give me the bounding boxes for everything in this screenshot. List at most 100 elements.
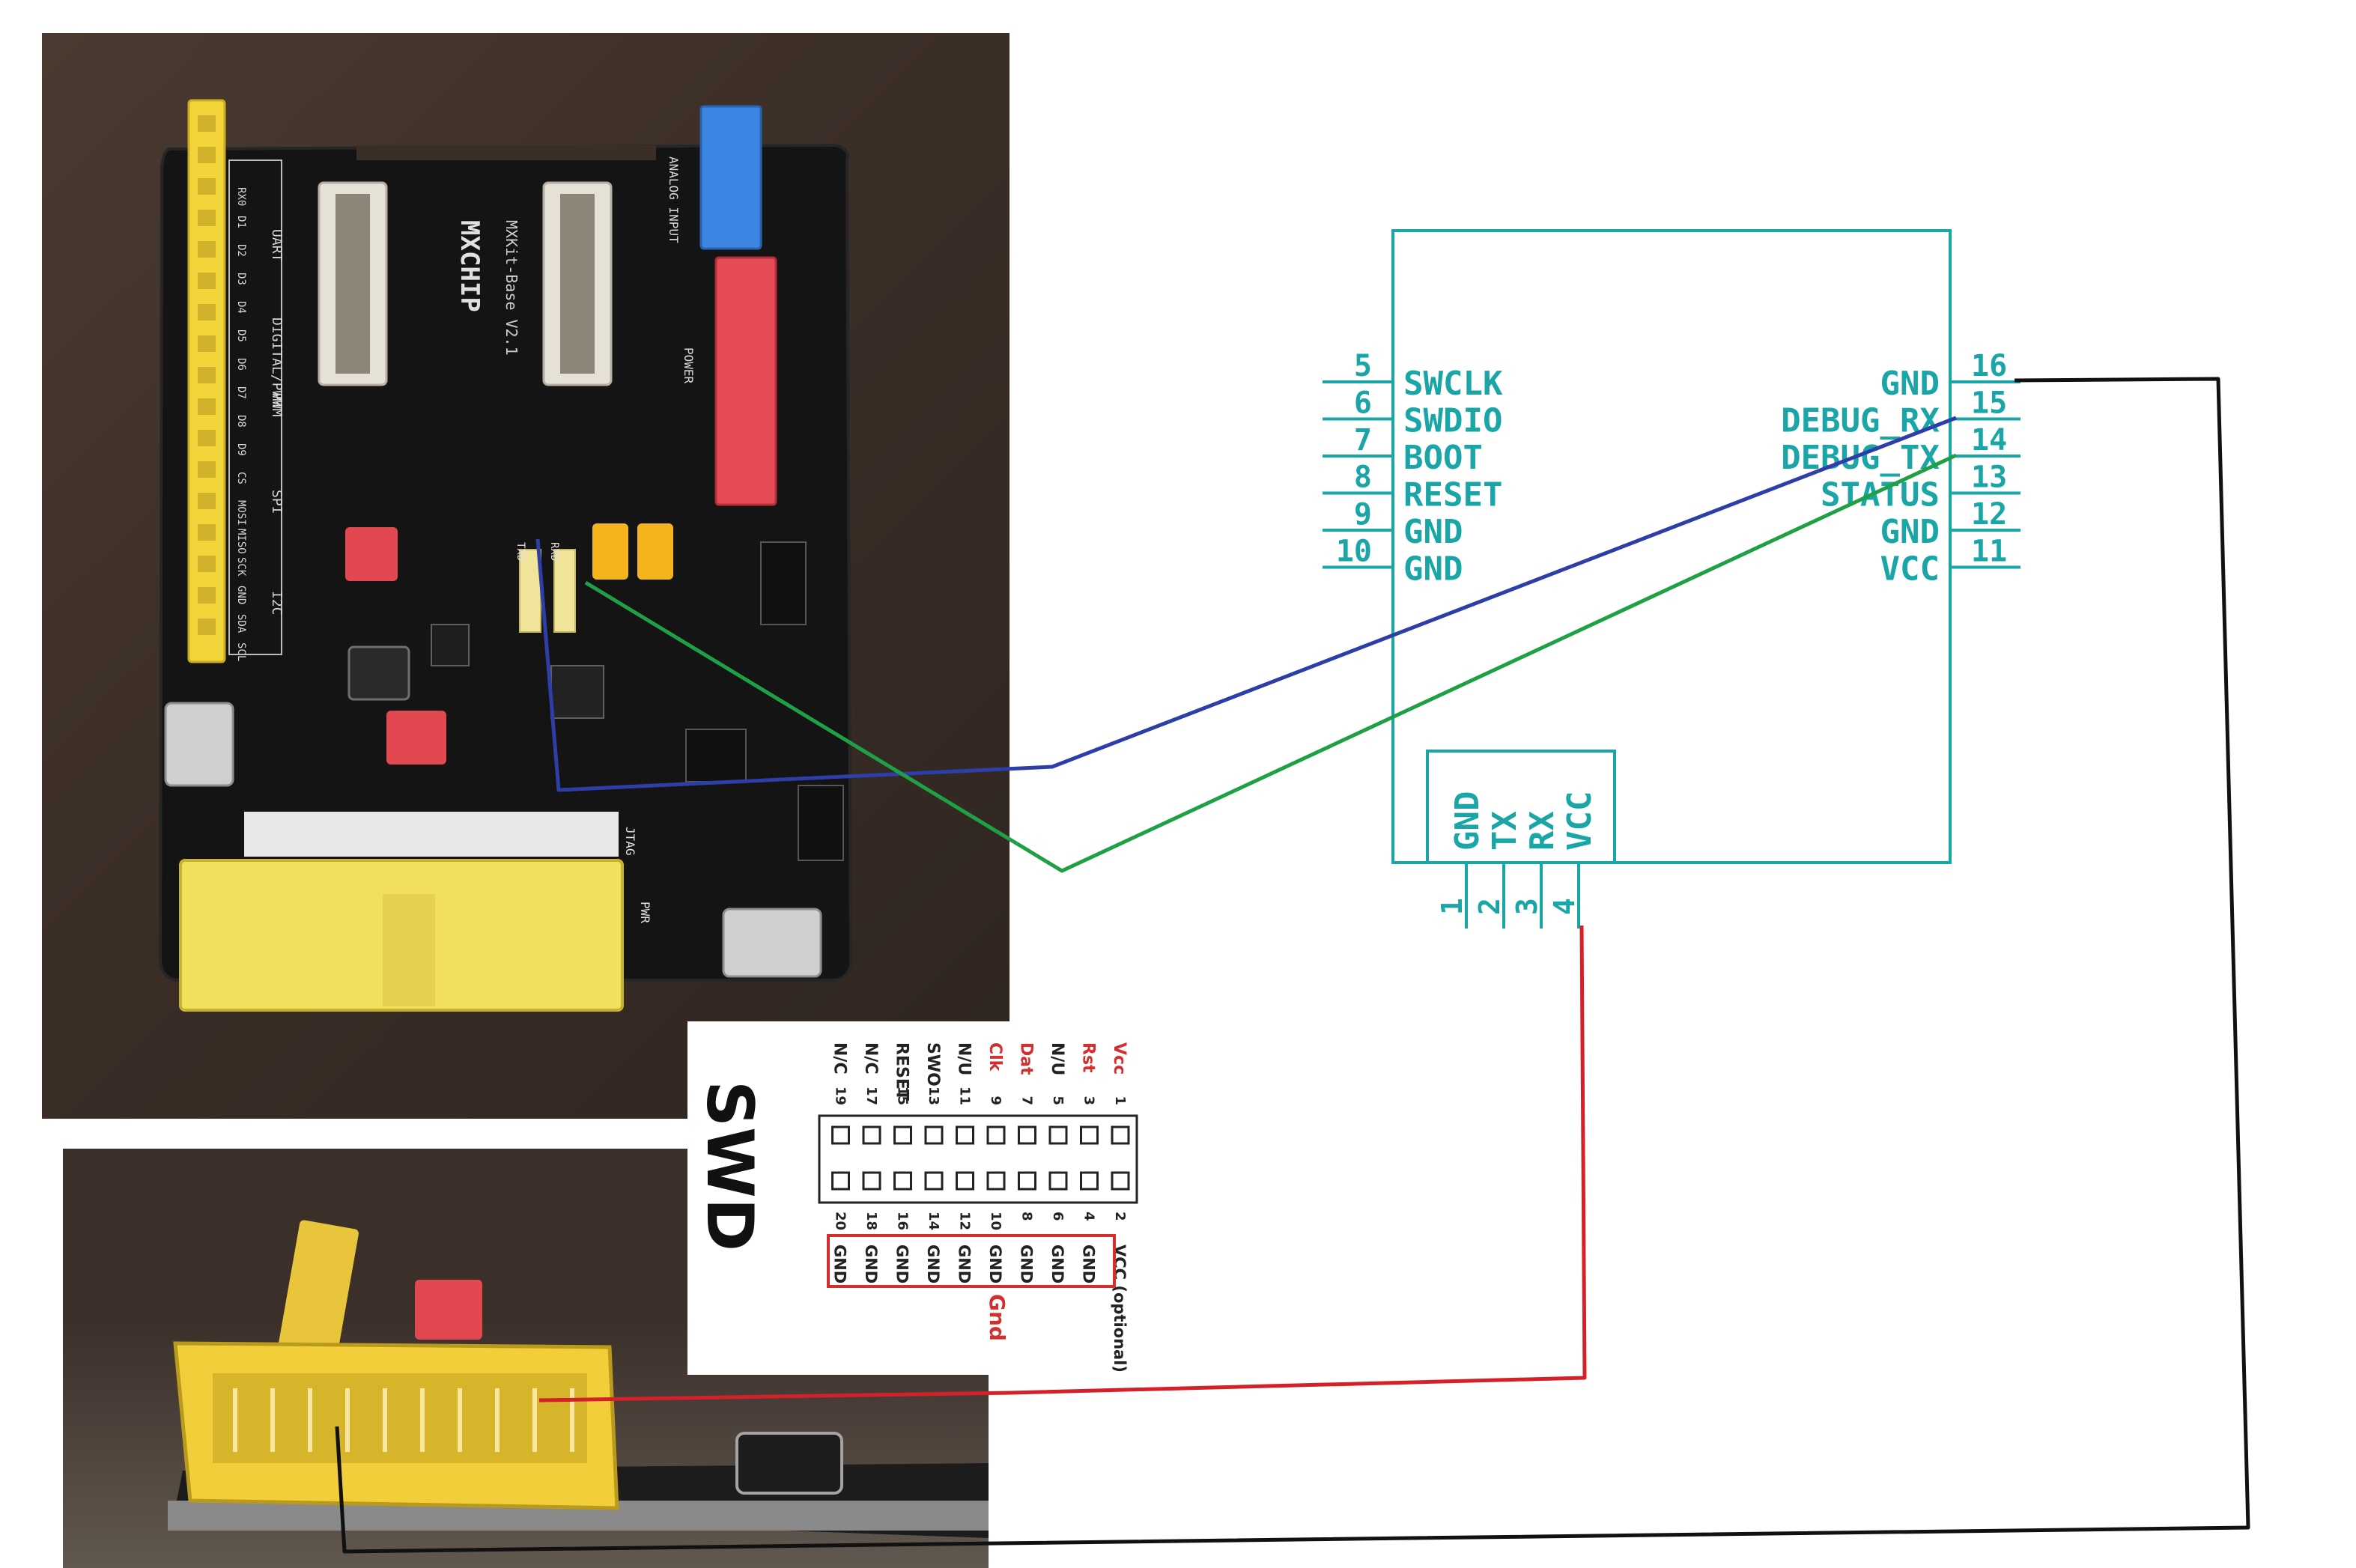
- swd-bottom-number: 8: [1019, 1212, 1035, 1221]
- side-yellow-header: [276, 1220, 359, 1370]
- swd-pin-odd: [893, 1125, 912, 1145]
- swd-pinout-card: SWD 1Vcc3Rst5N/U7Dat9Clk11N/U13SWO15RESE…: [687, 1021, 1159, 1375]
- gnd-note: Gnd: [985, 1294, 1010, 1341]
- jumper-j1: [345, 527, 398, 581]
- module-pin-number: 1: [1436, 898, 1469, 915]
- status-switch: [685, 729, 747, 783]
- swd-top-number: 9: [988, 1096, 1004, 1105]
- swd-top-number: 7: [1019, 1096, 1035, 1105]
- uart-label: UART: [269, 229, 285, 262]
- module-pin-number: 5: [1354, 349, 1372, 383]
- swd-top-number: 3: [1081, 1096, 1097, 1105]
- swd-pin-even: [1048, 1171, 1068, 1191]
- swd-top-number: 15: [895, 1087, 911, 1105]
- swd-top-number: 19: [833, 1087, 848, 1105]
- swd-top-name: SWO: [923, 1042, 942, 1087]
- swd-top-labels: 1Vcc3Rst5N/U7Dat9Clk11N/U13SWO15RESET17N…: [831, 1042, 1129, 1105]
- wires: [335, 377, 2250, 1554]
- side-illustration: [168, 1220, 989, 1538]
- swd-bottom-name: GND: [1080, 1245, 1098, 1283]
- module-pin-name: GND: [1880, 513, 1940, 551]
- module-pin-name: BOOT: [1403, 439, 1483, 477]
- swd-bottom-name: GND: [831, 1245, 849, 1283]
- swd-pin-even: [862, 1171, 881, 1191]
- usb2-port: [164, 702, 234, 787]
- module-pin-name: GND: [1880, 365, 1940, 403]
- swd-bottom-number: 10: [988, 1212, 1004, 1230]
- board-pin-label: SCL: [235, 642, 247, 661]
- module-pin-name: SWDIO: [1403, 402, 1502, 440]
- board-pin-label: D6: [235, 358, 247, 371]
- black-wire: [335, 377, 2250, 1554]
- green-wire: [584, 453, 1958, 873]
- swd-pin-even: [924, 1171, 944, 1191]
- swd-bottom-number: 6: [1050, 1212, 1066, 1221]
- board-pin-label: MISO: [235, 529, 247, 554]
- swd-bottom-number: 16: [895, 1212, 911, 1230]
- swd-top-name: Vcc: [1110, 1042, 1129, 1075]
- jumper-yellow-a: [592, 523, 628, 580]
- side-red-jumper: [415, 1280, 482, 1340]
- swd-bottom-number: 18: [863, 1212, 879, 1230]
- inductor-l1: [347, 645, 410, 701]
- swd-top-number: 5: [1050, 1096, 1066, 1105]
- board-pin-label: CS: [235, 472, 247, 484]
- swd-top-name: RESET: [893, 1042, 911, 1101]
- board-pin-label: D3: [235, 273, 247, 285]
- swd-bottom-number: 14: [926, 1212, 941, 1230]
- elink-switch: [760, 541, 807, 625]
- swd-bottom-number: 2: [1112, 1212, 1128, 1221]
- swd-bottom-number: 20: [833, 1212, 848, 1230]
- swd-pin-even: [986, 1171, 1006, 1191]
- module-pin-number: 13: [1971, 461, 2007, 495]
- module-right-pins: 16GND15DEBUG_RX14DEBUG_TX13STATUS12GND11…: [1781, 349, 2020, 589]
- swd-top-name: N/U: [955, 1042, 974, 1075]
- swd-pin-even: [1080, 1171, 1099, 1191]
- module-pin-name: RX: [1523, 811, 1561, 851]
- reset-switch: [798, 785, 844, 861]
- module-pin-number: 4: [1548, 898, 1581, 915]
- swd-bottom-name: GND: [893, 1245, 911, 1283]
- swd-pin-odd: [956, 1125, 974, 1145]
- swd-top-name: Clk: [986, 1042, 1004, 1072]
- swd-pin-even: [1111, 1171, 1130, 1191]
- swd-bottom-number: 12: [957, 1212, 973, 1230]
- digital-pwm-label: DIGITAL/PWM: [269, 317, 285, 407]
- digital-header-pins: [198, 115, 216, 635]
- module-pin-name: SWCLK: [1403, 365, 1503, 403]
- swd-bottom-name: GND: [1018, 1245, 1036, 1283]
- debug-port-outline: [1426, 750, 1616, 864]
- analog-label: ANALOG INPUT: [667, 157, 681, 243]
- module-pin-number: 16: [1971, 349, 2007, 383]
- model-label: MXKit-Base V2.1: [503, 220, 520, 356]
- swd-title: SWD: [692, 1081, 767, 1251]
- board-pin-label: D2: [235, 244, 247, 257]
- swd-pin-odd: [1018, 1125, 1036, 1145]
- swd-top-name: N/C: [831, 1042, 849, 1075]
- brand-label: MXCHIP: [455, 220, 485, 312]
- swd-pin-even: [831, 1171, 850, 1191]
- jumper-rxd: [553, 549, 576, 633]
- module-pin-number: 2: [1473, 898, 1506, 915]
- red-wire: [538, 925, 1587, 1403]
- swd-top-name: Dat: [1017, 1042, 1036, 1075]
- swd-top-name: N/U: [1048, 1042, 1066, 1075]
- swd-top-number: 13: [926, 1087, 941, 1105]
- jumper-j3: [386, 711, 446, 765]
- board-pin-label: D5: [235, 329, 247, 342]
- txd-label: TXD: [514, 542, 526, 561]
- swd-top-number: 1: [1112, 1096, 1128, 1105]
- swd-top-name: N/C: [861, 1042, 880, 1075]
- swd-pin-even: [956, 1171, 974, 1191]
- jumper-yellow-b: [637, 523, 673, 580]
- swd-bottom-name: GND: [956, 1245, 974, 1283]
- swd-pin-even: [1018, 1171, 1036, 1191]
- jtag-label: JTAG: [623, 827, 637, 856]
- swd-pin-odd: [986, 1125, 1006, 1145]
- power-label: POWER: [681, 347, 696, 384]
- board-pin-label: D8: [235, 415, 247, 428]
- analog-header: [699, 105, 762, 250]
